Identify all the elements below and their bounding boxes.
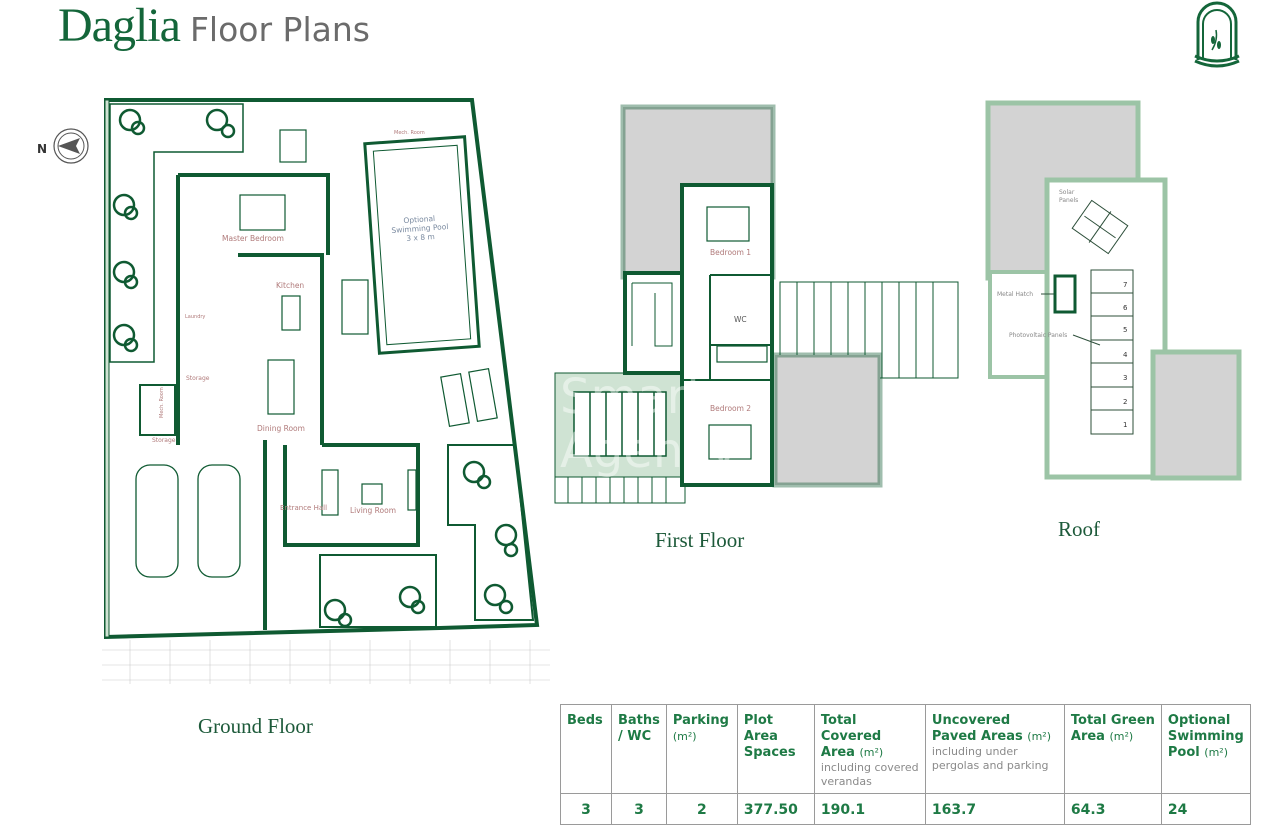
header-parking: Parking (m²) (665, 704, 738, 794)
panel-number: 1 (1123, 421, 1127, 429)
value-green-area: 64.3 (1063, 793, 1162, 825)
room-bedroom-1: Bedroom 1 (710, 248, 751, 257)
ground-floor-room-labels: Master Bedroom Kitchen Laundry Storage S… (152, 130, 449, 515)
roof-plan (985, 100, 1242, 481)
header-baths: Baths / WC (611, 704, 667, 794)
page-subtitle: Floor Plans (189, 10, 370, 49)
solar-panels-label: Panels (1059, 197, 1078, 204)
room-wc: WC (734, 315, 747, 324)
arch-olive-branch-logo-icon (1194, 1, 1240, 68)
header-title: Uncovered Paved Areas (931, 713, 1023, 744)
roof-label: Roof (1058, 517, 1100, 541)
room-storage: Storage (152, 437, 176, 444)
value-parking: 2 (665, 793, 738, 825)
panel-number: 7 (1123, 281, 1127, 289)
room-mech-room: Mech. Room (159, 387, 165, 418)
ground-floor-plan (102, 98, 550, 684)
value-beds: 3 (560, 793, 612, 825)
value-swimming-pool: 24 (1160, 793, 1251, 825)
pool-label: Swimming Pool (391, 222, 449, 235)
room-entrance-hall: Entrance Hall (280, 504, 327, 512)
header-unit: (m²) (1109, 730, 1134, 743)
metal-hatch-label: Metal Hatch (997, 291, 1033, 298)
first-floor-plan (554, 104, 959, 504)
specifications-table: Beds Baths / WC Parking (m²) Plot Area S… (560, 704, 1251, 825)
roof-labels: Solar Panels Metal Hatch Photovoltaic Pa… (997, 189, 1128, 429)
header-title: Parking (672, 713, 729, 728)
header-covered-area: Total Covered Area (m²) including covered… (813, 704, 926, 794)
header-title: Beds (567, 713, 603, 728)
value-plot-area: 377.50 (736, 793, 815, 825)
panel-number: 3 (1123, 374, 1127, 382)
room-storage: Storage (186, 375, 210, 382)
header-unit: (m²) (1027, 730, 1052, 743)
panel-number: 5 (1123, 326, 1127, 334)
room-mech-room: Mech. Room (394, 130, 425, 136)
header-title: Total Green Area (1070, 713, 1155, 744)
pool-size: 3 x 8 m (406, 232, 435, 243)
room-laundry: Laundry (185, 314, 205, 320)
header-unit: (m²) (1204, 746, 1228, 759)
solar-panels-label: Solar (1059, 189, 1075, 196)
header-plot-area: Plot Area Spaces (736, 704, 815, 794)
header-title: Baths / WC (618, 713, 660, 744)
value-covered-area: 190.1 (813, 793, 926, 825)
header-title: Total Covered Area (820, 713, 882, 760)
pool-label: Optional (403, 214, 435, 225)
value-baths: 3 (611, 793, 667, 825)
table-row: 3 3 2 377.50 190.1 163.7 64.3 24 (560, 793, 1251, 825)
photovoltaic-panels-label: Photovoltaic Panels (1009, 332, 1067, 339)
room-dining-room: Dining Room (257, 424, 305, 433)
first-floor-room-labels: Bedroom 1 Bedroom 2 WC (710, 248, 751, 413)
header-beds: Beds (560, 704, 612, 794)
header-title: Optional Swimming Pool (1167, 713, 1244, 760)
header-note: including under pergolas and parking (931, 745, 1049, 772)
compass-north-label: N (37, 142, 47, 156)
panel-number: 6 (1123, 304, 1128, 312)
ground-floor-label: Ground Floor (198, 714, 313, 738)
header-unit: (m²) (859, 746, 884, 759)
header-note: including covered verandas (820, 761, 919, 788)
panel-number: 4 (1123, 351, 1128, 359)
panel-number: 2 (1123, 398, 1127, 406)
room-master-bedroom: Master Bedroom (222, 234, 284, 243)
header-paved-areas: Uncovered Paved Areas (m²) including unde… (924, 704, 1065, 794)
compass-icon: N (37, 128, 89, 164)
table-header-row: Beds Baths / WC Parking (m²) Plot Area S… (560, 704, 1251, 794)
header-swimming-pool: Optional Swimming Pool (m²) (1160, 704, 1251, 794)
header-title: Plot Area Spaces (743, 713, 796, 760)
room-kitchen: Kitchen (276, 281, 304, 290)
brand-name: Daglia (58, 0, 181, 52)
floor-plans-drawing: N (37, 98, 1242, 684)
room-living-room: Living Room (350, 506, 396, 515)
value-paved-areas: 163.7 (924, 793, 1065, 825)
header-unit: (m²) (672, 730, 697, 743)
first-floor-label: First Floor (655, 528, 745, 552)
room-bedroom-2: Bedroom 2 (710, 404, 751, 413)
header-green-area: Total Green Area (m²) (1063, 704, 1162, 794)
